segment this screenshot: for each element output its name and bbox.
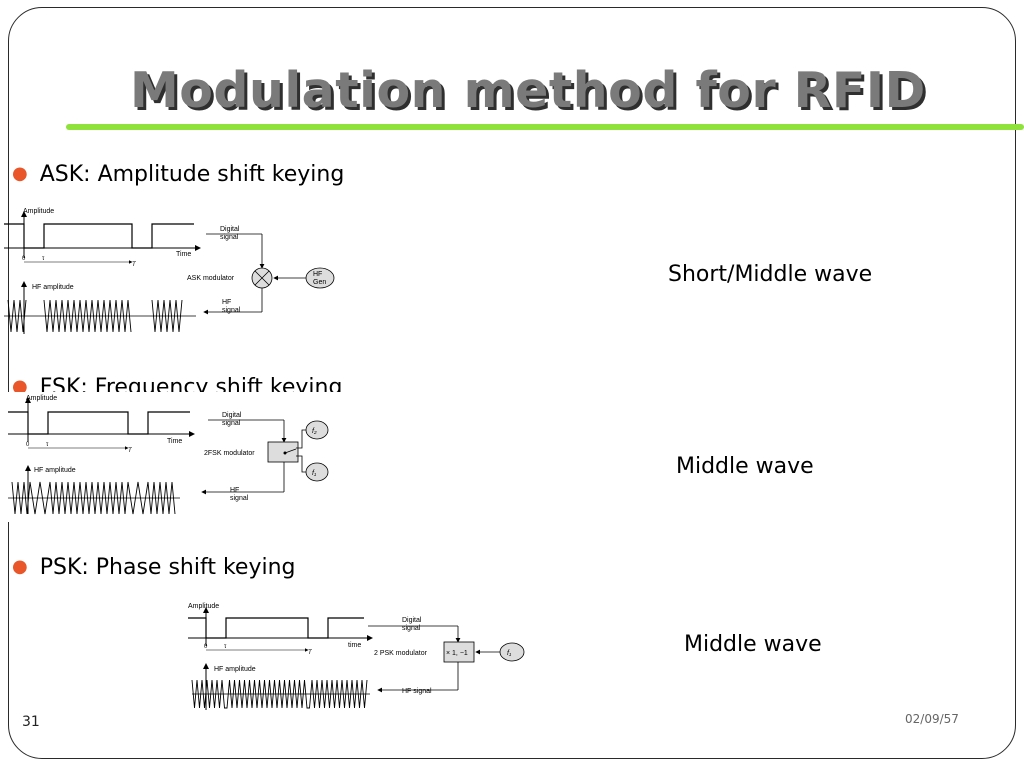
psk-f1-icon xyxy=(499,642,525,662)
ask-period-label: T xyxy=(132,262,137,268)
psk-tau-label: τ xyxy=(224,644,227,650)
ask-wave-label: Short/Middle wave xyxy=(668,262,873,287)
slide-title: Modulation method for RFID xyxy=(130,62,926,119)
ask-hf-signal-label-1: HF xyxy=(222,299,231,306)
ask-modulator-label: ASK modulator xyxy=(187,275,235,282)
bullet-ask-text: ASK: Amplitude shift keying xyxy=(39,162,345,187)
fsk-wave-label: Middle wave xyxy=(676,454,814,479)
fsk-f2-icon xyxy=(305,420,329,440)
fsk-digital-label-2: signal xyxy=(222,420,241,427)
psk-f1-label: f₁ xyxy=(507,650,512,657)
fsk-modulator-label: 2FSK modulator xyxy=(204,450,255,457)
fsk-f1-icon xyxy=(305,462,329,482)
psk-period-label: T xyxy=(308,650,313,656)
ask-diagram: Amplitude Time 0 τ T HF amplitude Digita… xyxy=(4,204,344,344)
psk-wave-label: Middle wave xyxy=(684,632,822,657)
fsk-hf-signal-label-1: HF xyxy=(230,487,239,494)
bullet-dot-icon: ● xyxy=(12,376,28,397)
bullet-ask: ● ASK: Amplitude shift keying xyxy=(12,162,344,187)
ask-hf-amplitude-label: HF amplitude xyxy=(32,284,74,291)
fsk-hf-amplitude-label: HF amplitude xyxy=(34,467,76,474)
ask-digital-label-1: Digital xyxy=(220,226,240,233)
psk-hf-amplitude-label: HF amplitude xyxy=(214,666,256,673)
ask-zero-label: 0 xyxy=(22,256,26,262)
slide-frame xyxy=(8,7,1016,759)
bullet-dot-icon: ● xyxy=(12,556,28,577)
psk-digital-label-2: signal xyxy=(402,625,421,632)
fsk-time-label: Time xyxy=(167,438,182,445)
ask-hf-gen-label-1: HF xyxy=(313,271,322,278)
fsk-amplitude-label: Amplitude xyxy=(26,395,57,402)
ask-tau-label: τ xyxy=(42,256,45,262)
psk-modulator-label: 2 PSK modulator xyxy=(374,650,428,657)
bullet-psk: ● PSK: Phase shift keying xyxy=(12,555,296,580)
fsk-period-label: T xyxy=(128,448,133,454)
psk-multiplier-label: × 1, −1 xyxy=(446,650,468,657)
ask-amplitude-label: Amplitude xyxy=(23,208,54,215)
psk-time-label: time xyxy=(348,642,361,649)
psk-diagram: Amplitude time 0 τ T HF amplitude Digita… xyxy=(184,598,534,714)
psk-digital-label-1: Digital xyxy=(402,617,422,624)
fsk-f2-label: f₂ xyxy=(312,428,317,435)
ask-time-label: Time xyxy=(176,251,191,258)
fsk-f1-label: f₁ xyxy=(312,470,317,477)
psk-amplitude-label: Amplitude xyxy=(188,603,219,610)
fsk-modulator-block xyxy=(267,441,299,463)
bullet-dot-icon: ● xyxy=(12,163,28,184)
fsk-tau-label: τ xyxy=(46,442,49,448)
psk-zero-label: 0 xyxy=(204,644,208,650)
fsk-digital-label-1: Digital xyxy=(222,412,242,419)
slide-date: 02/09/57 xyxy=(905,712,959,726)
ask-digital-label-2: signal xyxy=(220,234,239,241)
title-accent-line xyxy=(66,124,1024,130)
ask-hf-gen-icon xyxy=(305,267,335,289)
ask-hf-signal-label-2: signal xyxy=(222,307,241,314)
slide-number: 31 xyxy=(22,714,40,730)
ask-hf-gen-label-2: Gen xyxy=(313,279,326,286)
fsk-zero-label: 0 xyxy=(26,442,30,448)
psk-hf-signal-label: HF signal xyxy=(402,688,432,695)
bullet-psk-text: PSK: Phase shift keying xyxy=(39,555,296,580)
fsk-diagram: Amplitude Time 0 τ T HF amplitude Digita… xyxy=(4,392,344,522)
psk-modulator-block xyxy=(443,641,475,663)
fsk-hf-signal-label-2: signal xyxy=(230,495,249,502)
